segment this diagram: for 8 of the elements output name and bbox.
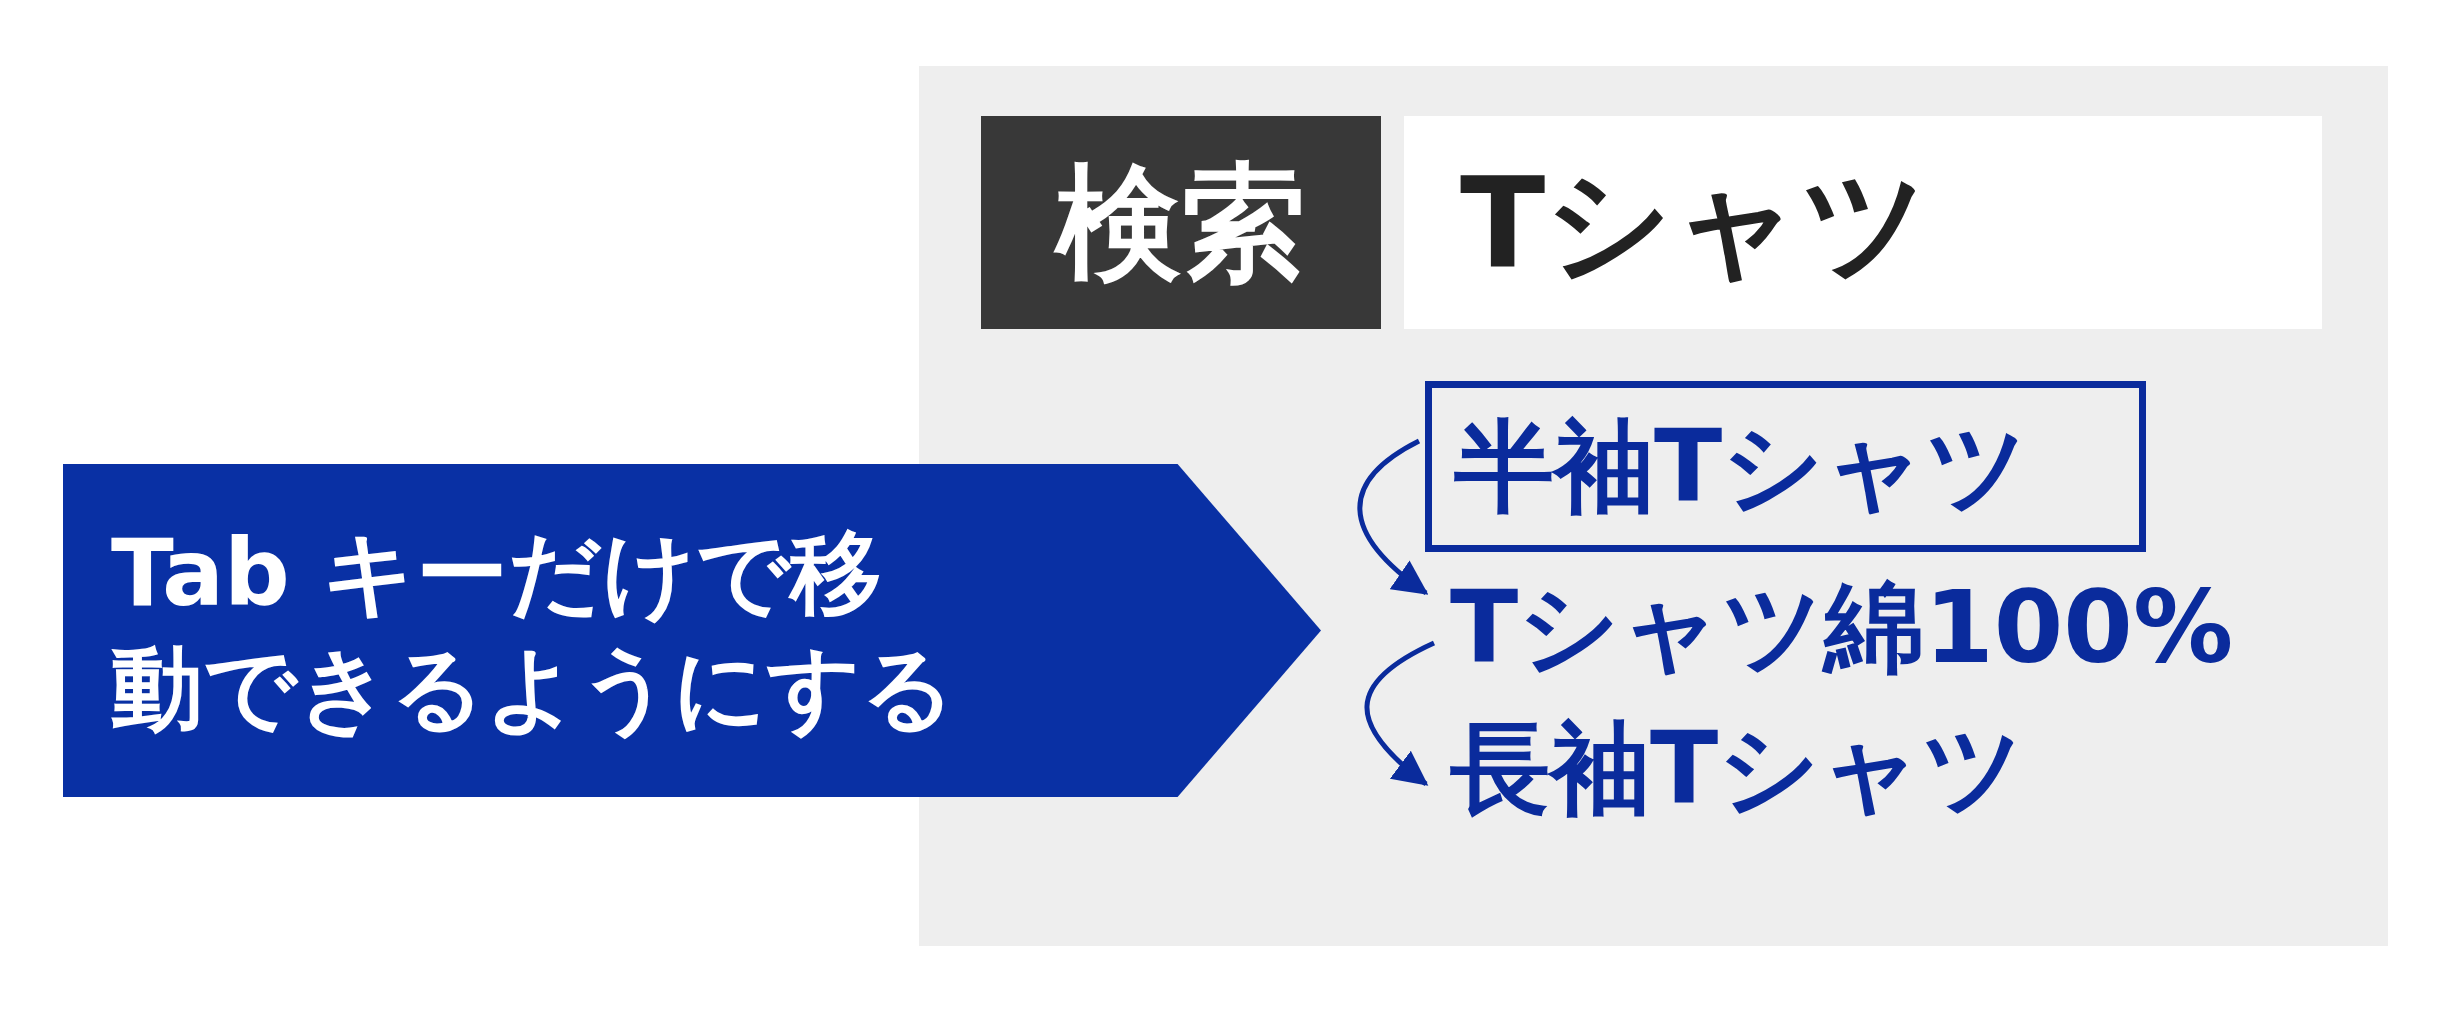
search-input-field: Tシャツ	[1404, 116, 2322, 329]
curved-arrow	[1364, 640, 1436, 786]
callout-banner: Tab キーだけで移動できるようにする	[63, 464, 1321, 797]
suggestion-item: Tシャツ綿100%	[1440, 573, 2340, 683]
selected-suggestion: 半袖Tシャツ	[1425, 381, 2146, 552]
suggestion-item: 長袖Tシャツ	[1440, 714, 2140, 824]
search-label: 検索	[981, 116, 1381, 329]
curved-arrow	[1357, 438, 1429, 595]
